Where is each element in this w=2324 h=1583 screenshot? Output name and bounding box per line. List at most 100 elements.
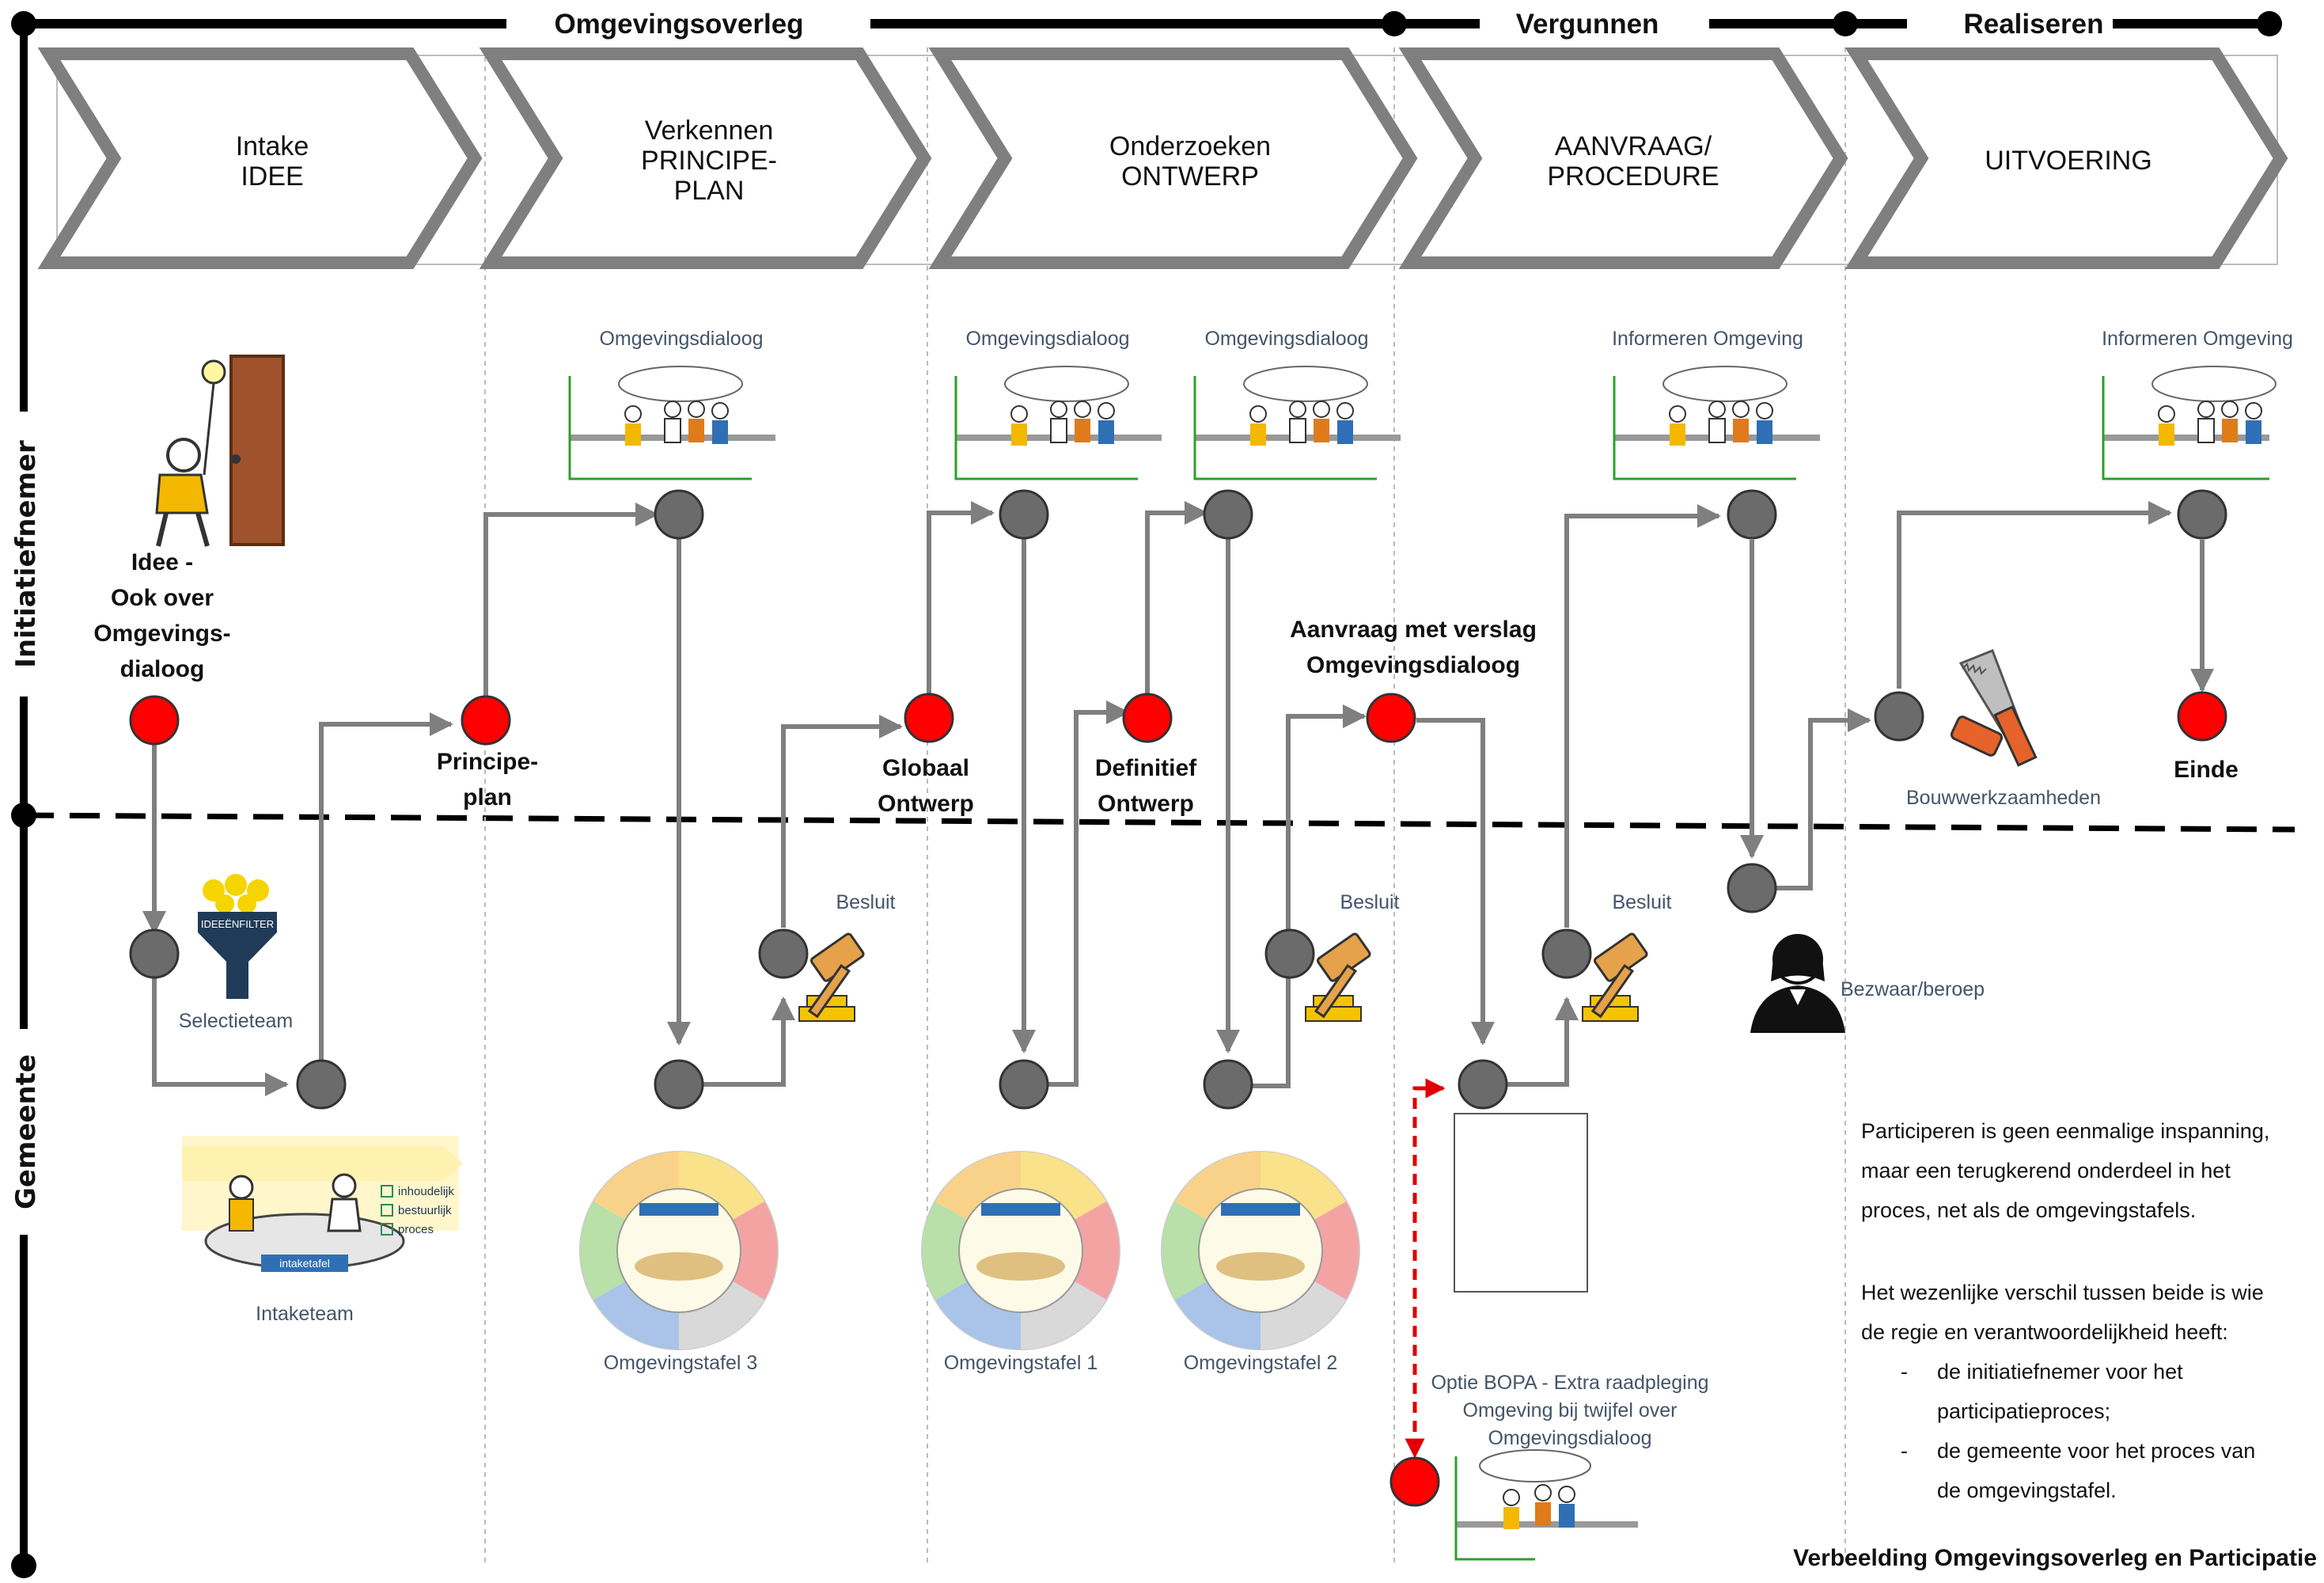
phase-timeline: Omgevingsoverleg Vergunnen Realiseren xyxy=(11,9,2282,40)
note-line-5: de regie en verantwoordelijkheid heeft: xyxy=(1861,1320,2228,1344)
intaketafel-text: intaketafel xyxy=(279,1257,330,1270)
gavel-icon-3 xyxy=(1582,932,1648,1022)
node-aanvraag-gemeente xyxy=(1458,1059,1508,1110)
node-omgevingsdialoog-2 xyxy=(999,489,1049,540)
footer-caption: Verbeelding Omgevingsoverleg en Particip… xyxy=(1793,1545,2317,1571)
chevron-onderzoeken-line2: ONTWERP xyxy=(1121,161,1259,192)
tools-icon xyxy=(1950,649,2038,767)
phase-label-vergunnen: Vergunnen xyxy=(1516,9,1659,40)
phase-label-omgevingsoverleg: Omgevingsoverleg xyxy=(554,9,803,40)
milestone-idee xyxy=(129,695,180,746)
note-block: Participeren is geen eenmalige inspannin… xyxy=(1861,1119,2269,1502)
node-bezwaar xyxy=(1727,863,1777,913)
label-informeren-2: Informeren Omgeving xyxy=(2102,328,2293,350)
label-bopa-line1: Optie BOPA - Extra raadpleging xyxy=(1431,1372,1708,1394)
node-informeren-1 xyxy=(1727,489,1777,540)
node-omgevingstafel-1 xyxy=(999,1059,1049,1110)
chevron-aanvraag-line1: AANVRAAG/ xyxy=(1555,131,1712,161)
lane-axis: Initiatiefnemer Gemeente xyxy=(10,24,42,1578)
label-omgevingstafel-3: Omgevingstafel 3 xyxy=(604,1352,758,1374)
door-idea-icon xyxy=(155,355,285,547)
milestone-idee-line3: Omgevings- xyxy=(93,621,230,647)
label-besluit-3: Besluit xyxy=(1612,891,1671,913)
chevron-verkennen-line3: PLAN xyxy=(674,176,745,206)
optional-path-bopa xyxy=(1405,1086,1443,1459)
label-bezwaar: Bezwaar/beroep xyxy=(1841,978,1985,1000)
milestone-idee-line2: Ook over xyxy=(111,585,214,611)
label-omgevingsdialoog-3: Omgevingsdialoog xyxy=(1204,328,1368,350)
lane-divider xyxy=(23,812,2296,833)
milestone-idee-line4: dialoog xyxy=(120,656,205,682)
checklist-item-3: proces xyxy=(398,1223,434,1236)
dialogue-icon-5 xyxy=(2102,366,2277,480)
milestone-definitief-line1: Definitief xyxy=(1095,755,1197,781)
gavel-icon-1 xyxy=(798,932,865,1022)
chevron-aanvraag-line2: PROCEDURE xyxy=(1547,161,1719,192)
milestone-definitief-line2: Ontwerp xyxy=(1098,791,1194,817)
phase-label-realiseren: Realiseren xyxy=(1963,9,2103,40)
milestone-einde-label: Einde xyxy=(2174,757,2239,783)
omgevingstafel-wheel-icon-2 xyxy=(1161,1151,1360,1350)
milestone-principeplan xyxy=(461,695,511,746)
judge-icon xyxy=(1750,934,1845,1033)
note-line-3: proces, net als de omgevingstafels. xyxy=(1861,1198,2196,1222)
note-bullet-2-line2: de omgevingstafel. xyxy=(1937,1479,2117,1502)
chevron-aanvraag: AANVRAAG/ PROCEDURE xyxy=(1398,47,1848,269)
node-besluit-1 xyxy=(758,928,809,979)
chevron-onderzoeken: Onderzoeken ONTWERP xyxy=(928,47,1418,269)
chevron-intake-line2: IDEE xyxy=(241,161,303,192)
node-selectieteam xyxy=(129,928,180,979)
chevron-verkennen-line1: Verkennen xyxy=(645,116,774,146)
label-selectieteam: Selectieteam xyxy=(179,1010,294,1032)
milestone-aanvraag-line1: Aanvraag met verslag xyxy=(1290,617,1537,643)
gavel-icon-2 xyxy=(1305,932,1371,1022)
milestone-bopa xyxy=(1389,1456,1440,1507)
label-besluit-2: Besluit xyxy=(1340,891,1399,913)
dialogue-icon-3 xyxy=(1193,366,1401,480)
node-omgevingsdialoog-3 xyxy=(1203,489,1253,540)
gray-nodes xyxy=(129,489,2227,1110)
chevron-uitvoering: UITVOERING xyxy=(1844,47,2288,269)
label-besluit-1: Besluit xyxy=(836,891,895,913)
process-connectors xyxy=(142,501,2214,1096)
dialogue-icon-2 xyxy=(954,366,1162,480)
checklist-item-1: inhoudelijk xyxy=(398,1185,454,1198)
chevron-intake-line1: Intake xyxy=(236,131,309,161)
dialogue-icon-4 xyxy=(1613,366,1820,480)
label-omgevingstafel-2: Omgevingstafel 2 xyxy=(1184,1352,1338,1374)
note-bullet-dash-2: - xyxy=(1901,1439,1908,1463)
ideeenfilter-icon: IDEEËNFILTER xyxy=(198,874,277,999)
chevron-onderzoeken-line1: Onderzoeken xyxy=(1109,131,1271,161)
document-icon xyxy=(1454,1113,1588,1293)
label-omgevingsdialoog-1: Omgevingsdialoog xyxy=(599,328,763,350)
node-informeren-2 xyxy=(2177,489,2227,540)
label-informeren-1: Informeren Omgeving xyxy=(1612,328,1803,350)
omgevingstafel-wheel-icon-1 xyxy=(921,1151,1120,1350)
milestone-nodes xyxy=(129,691,2227,1507)
label-bouwwerkzaamheden: Bouwwerkzaamheden xyxy=(1906,787,2101,809)
milestone-globaal xyxy=(904,693,954,743)
chevron-uitvoering-line1: UITVOERING xyxy=(1985,146,2152,176)
note-bullet-1-line1: de initiatiefnemer voor het xyxy=(1937,1360,2183,1384)
node-omgevingstafel-2 xyxy=(1203,1059,1253,1110)
chevron-intake: Intake IDEE xyxy=(37,47,483,269)
note-line-2: maar een terugkerend onderdeel in het xyxy=(1861,1159,2231,1183)
node-omgevingstafel-3 xyxy=(654,1059,704,1110)
lane-label-initiatiefnemer: Initiatiefnemer xyxy=(10,440,42,668)
ideeenfilter-text: IDEEËNFILTER xyxy=(201,918,274,930)
note-line-4: Het wezenlijke verschil tussen beide is … xyxy=(1861,1281,2264,1304)
label-intaketeam: Intaketeam xyxy=(256,1303,354,1325)
label-bopa-line3: Omgevingsdialoog xyxy=(1488,1427,1651,1449)
node-besluit-2 xyxy=(1264,928,1315,979)
dialogue-icon-bopa xyxy=(1454,1449,1638,1561)
node-intaketeam xyxy=(296,1059,347,1110)
milestone-einde xyxy=(2177,691,2227,742)
checklist-item-2: bestuurlijk xyxy=(398,1204,452,1217)
note-line-1: Participeren is geen eenmalige inspannin… xyxy=(1861,1119,2269,1143)
label-bopa-line2: Omgeving bij twijfel over xyxy=(1463,1399,1678,1422)
intaketafel-icon: intaketafel inhoudelijk bestuurlijk proc… xyxy=(182,1136,463,1272)
node-bouwwerk xyxy=(1874,691,1924,742)
note-bullet-2-line1: de gemeente voor het proces van xyxy=(1937,1439,2255,1463)
lane-label-gemeente: Gemeente xyxy=(10,1054,42,1209)
